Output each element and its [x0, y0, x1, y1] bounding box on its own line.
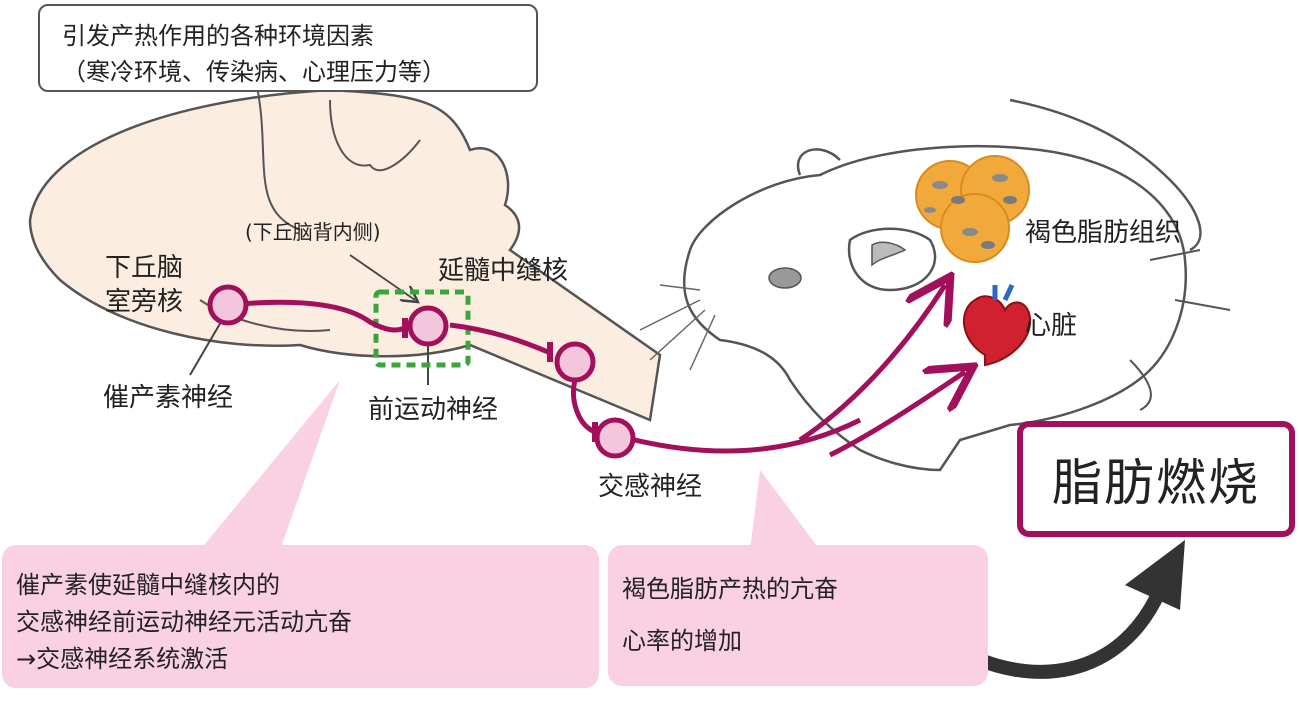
left-note-line-1: 催产素使延髓中缝核内的 — [16, 565, 280, 600]
rat-illustration — [640, 100, 1230, 470]
left-note-line-2: 交感神经前运动神经元活动亢奋 — [16, 602, 352, 637]
right-note-line-1: 褐色脂肪产热的亢奋 — [622, 569, 838, 604]
oxytocin-neuron-label: 催产素神经 — [103, 383, 233, 414]
sympathetic-neuron-body — [597, 420, 633, 456]
heart-label: 心脏 — [1025, 311, 1077, 342]
environment-factors-callout: 引发产热作用的各种环境因素 （寒冷环境、传染病、心理压力等） — [38, 4, 538, 92]
bulbospinal-neuron-body — [557, 344, 593, 380]
right-note-line-2: 心率的增加 — [622, 621, 742, 656]
premotor-neuron-body — [410, 308, 446, 344]
curved-arrow-icon — [955, 540, 1185, 672]
pvn-label-line-1: 下丘脑 — [105, 253, 183, 284]
dmh-label: (下丘脑背内侧) — [245, 220, 381, 244]
right-note-box: 褐色脂肪产热的亢奋 心率的增加 — [608, 545, 988, 686]
bat-label: 褐色脂肪组织 — [1025, 218, 1181, 249]
pvn-label-line-2: 室旁核 — [105, 287, 183, 318]
sympathetic-nerve-label: 交感神经 — [598, 472, 702, 503]
fat-burning-label: 脂肪燃烧 — [1052, 443, 1260, 515]
factors-line-1: 引发产热作用的各种环境因素 — [62, 16, 374, 51]
premotor-neuron-label: 前运动神经 — [368, 395, 498, 426]
oxytocin-neuron-body — [210, 287, 246, 323]
factors-line-2: （寒冷环境、传染病、心理压力等） — [62, 52, 446, 87]
left-note-line-3: →交感神经系统激活 — [16, 639, 228, 674]
left-note-box: 催产素使延髓中缝核内的 交感神经前运动神经元活动亢奋 →交感神经系统激活 — [2, 545, 599, 688]
fat-burning-box: 脂肪燃烧 — [1017, 421, 1295, 537]
right-callout-tail — [750, 470, 820, 550]
raphe-label: 延髓中缝核 — [438, 256, 568, 287]
